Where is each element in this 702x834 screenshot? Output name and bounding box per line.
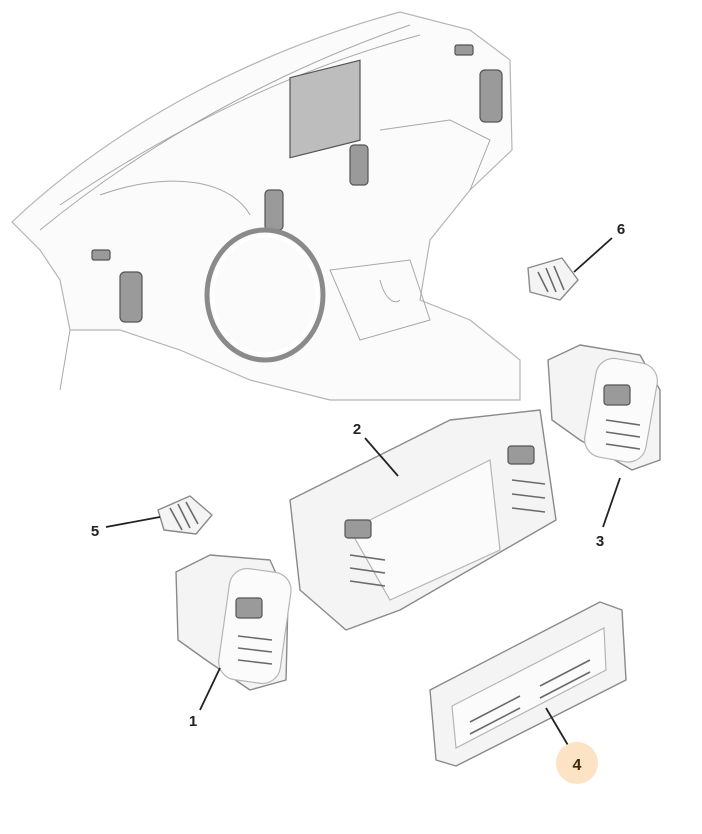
- callout-2: 2: [353, 421, 361, 438]
- leader-line-3: [602, 477, 621, 528]
- callout-4-highlight: [556, 742, 598, 784]
- part-1-vent: [175, 554, 292, 691]
- leader-line-1: [199, 667, 221, 711]
- dashboard-overview: [11, 11, 521, 401]
- callout-1: 1: [189, 713, 197, 730]
- callout-4: 4: [573, 757, 582, 774]
- leader-line-5: [105, 516, 161, 528]
- part-3-vent: [547, 344, 661, 471]
- leader-line-2: [364, 437, 399, 477]
- callout-5: 5: [91, 523, 99, 540]
- leader-line-6: [573, 237, 613, 273]
- part-6-vent: [527, 257, 579, 301]
- part-5-vent: [157, 495, 213, 535]
- part-4-vent: [429, 601, 627, 767]
- part-2-frame: [289, 409, 557, 631]
- callout-6: 6: [617, 221, 625, 238]
- callout-3: 3: [596, 533, 604, 550]
